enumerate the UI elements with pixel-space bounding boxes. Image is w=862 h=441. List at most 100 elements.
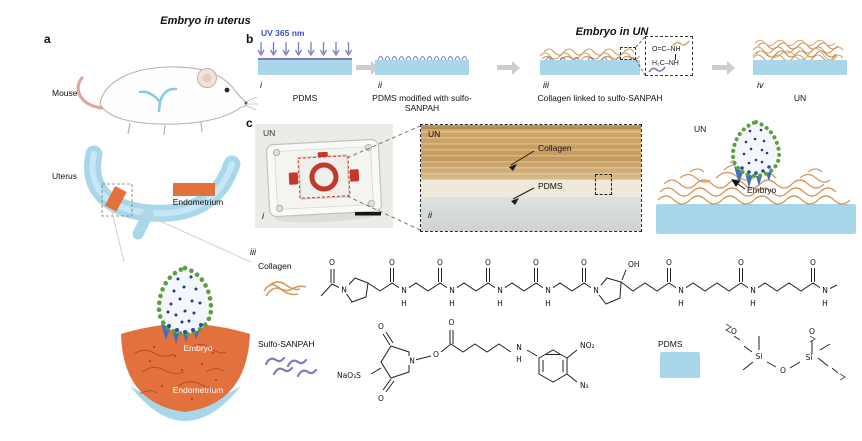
culture-frame	[298, 154, 350, 200]
pdms-arrow	[511, 198, 519, 205]
uv-arrows	[257, 42, 353, 56]
svg-text:N: N	[497, 286, 503, 295]
embryo-green-ring	[730, 119, 782, 179]
collagen-name: Collagen	[258, 261, 292, 271]
svg-text:N₃: N₃	[580, 381, 589, 390]
svg-text:N: N	[593, 286, 599, 295]
mouse-body	[99, 66, 247, 125]
sanpah-squiggle-icon	[648, 66, 666, 73]
svg-text:Si: Si	[756, 352, 763, 361]
svg-text:NaO₃S: NaO₃S	[337, 371, 361, 380]
uterus-illustration	[84, 145, 241, 240]
endometrium-dome	[121, 324, 250, 412]
sulfo-sanpah-icon	[264, 356, 318, 378]
collagen-mesh-iv	[753, 39, 844, 60]
svg-text:O: O	[485, 258, 491, 267]
svg-text:H: H	[678, 299, 684, 308]
un-label-micrograph: UN	[428, 129, 441, 139]
svg-text:O: O	[329, 258, 335, 267]
mouse-whiskers	[244, 96, 258, 111]
embryo-endometrium-illustration	[121, 265, 250, 421]
panel-b-title: Embryo in UN	[575, 26, 649, 38]
svg-text:N: N	[409, 357, 415, 366]
sulfo-sanpah-name: Sulfo-SANPAH	[258, 339, 315, 349]
red-well-right	[349, 169, 360, 182]
mouse-label: Mouse	[52, 88, 78, 98]
pdms-label: PDMS	[538, 181, 563, 191]
red-gasket-ring	[309, 162, 339, 192]
pdms-block	[656, 204, 856, 234]
endometrium-legend-label: Endometrium	[172, 197, 224, 207]
micrograph-numeral: ii	[428, 210, 432, 220]
step-iii-numeral: iii	[543, 80, 549, 90]
micrograph: UN Collagen PDMS ii	[420, 124, 642, 232]
inset-bond-line2: H₂C–NH	[652, 60, 679, 67]
collagen-atom-labels: O O O O O O O O O N N N N N N N N N H H …	[329, 258, 830, 308]
svg-text:H: H	[497, 299, 503, 308]
mouse-nose	[244, 101, 248, 105]
svg-text:H: H	[545, 299, 551, 308]
embryo-rim-cells	[740, 165, 771, 175]
svg-text:O: O	[378, 394, 384, 403]
svg-text:N: N	[516, 343, 522, 352]
sulfo-atom-labels: NaO₃S O O N O O N H NO₂ N₃	[337, 318, 595, 403]
svg-text:O: O	[738, 258, 744, 267]
step-ii-numeral: ii	[378, 80, 382, 90]
pdms-structure: O Si O Si O	[725, 323, 846, 381]
embryo-rim-cells	[167, 323, 203, 334]
svg-text:O: O	[378, 322, 384, 331]
interface-zoom-box	[595, 174, 612, 195]
svg-text:O: O	[810, 258, 816, 267]
pdms-layer-ii	[375, 60, 469, 75]
svg-text:O: O	[731, 327, 737, 336]
collagen-arrow	[509, 164, 517, 171]
inset-bond-line1: O=C–NH	[652, 46, 681, 53]
svg-text:NO₂: NO₂	[580, 341, 595, 350]
mouse-eye	[224, 87, 230, 93]
embryo-body	[732, 122, 780, 176]
endometrium-texture	[133, 344, 227, 395]
sanpah-film-i	[258, 58, 352, 60]
svg-text:Si: Si	[806, 353, 813, 362]
un-schematic	[656, 119, 856, 234]
svg-text:O: O	[666, 258, 672, 267]
svg-text:O: O	[581, 258, 587, 267]
red-well-left	[288, 172, 299, 185]
endometrium-label-a: Endometrium	[172, 385, 224, 395]
device-photo	[255, 124, 393, 228]
collagen-coil-icon	[263, 281, 307, 297]
collagen-label: Collagen	[538, 143, 572, 153]
embryo-label-a: Embryo	[183, 343, 213, 353]
svg-text:H: H	[449, 299, 455, 308]
mouse-tail	[76, 76, 104, 110]
uterus-label: Uterus	[52, 171, 78, 181]
process-arrow-3	[712, 60, 735, 75]
svg-text:OH: OH	[628, 260, 640, 269]
svg-text:N: N	[545, 286, 551, 295]
micrograph-top-edge	[421, 125, 641, 129]
embryo-label-schematic: Embryo	[747, 185, 777, 195]
svg-text:O: O	[533, 258, 539, 267]
svg-text:O: O	[809, 327, 815, 336]
uterus-in-mouse-mark	[138, 87, 178, 113]
mouse-illustration	[76, 66, 258, 136]
step-iv-caption: UN	[793, 93, 807, 103]
svg-text:N: N	[341, 286, 347, 295]
panel-b-label: b	[246, 32, 254, 46]
svg-text:N: N	[822, 286, 828, 295]
embryo-body	[158, 268, 212, 334]
endometrium-color-swatch	[173, 183, 215, 196]
un-label-schematic: UN	[694, 124, 707, 134]
pdms-layer-photo	[421, 197, 641, 231]
micrograph-annotations	[509, 150, 535, 205]
pdms-swatch-icon	[660, 352, 700, 378]
mouse-legs	[127, 121, 203, 136]
svg-text:O: O	[433, 350, 439, 359]
embryo-nuclei	[742, 128, 769, 165]
svg-text:N: N	[750, 286, 756, 295]
svg-text:N: N	[678, 286, 684, 295]
chem-panel-numeral: iii	[250, 247, 256, 257]
panel-c-label: c	[246, 116, 253, 130]
svg-text:O: O	[449, 318, 455, 327]
svg-text:O: O	[437, 258, 443, 267]
